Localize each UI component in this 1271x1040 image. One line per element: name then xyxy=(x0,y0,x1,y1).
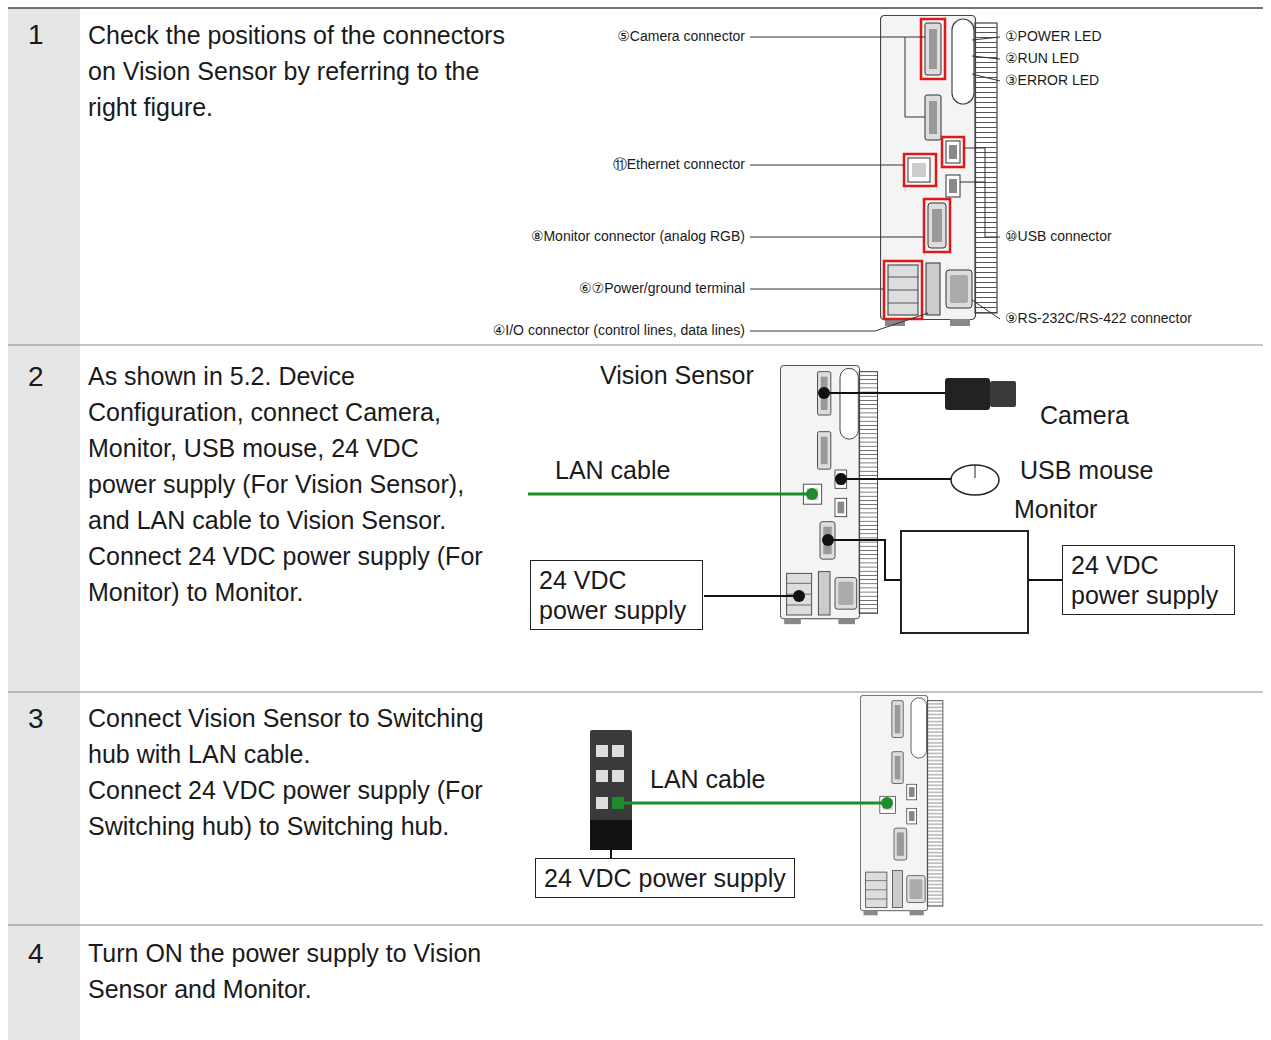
vision-sensor-figure xyxy=(881,16,998,327)
port-dot xyxy=(835,473,847,485)
step-number: 3 xyxy=(28,702,44,736)
power-supply-box: 24 VDC power supply xyxy=(535,858,795,898)
callout-label: ③ERROR LED xyxy=(1005,72,1099,89)
monitor-screen: Monitor xyxy=(900,530,1029,634)
power-supply-box: 24 VDC power supply xyxy=(530,560,703,630)
device-label: USB mouse xyxy=(1020,455,1153,485)
lan-port-dot xyxy=(806,488,818,500)
callout-label: ⑤Camera connector xyxy=(617,28,745,45)
device-label: Vision Sensor xyxy=(600,360,754,390)
hub-port xyxy=(612,770,624,782)
lan-port-dot xyxy=(881,797,893,809)
highlight-box xyxy=(921,19,945,79)
power-cable xyxy=(1029,579,1062,581)
box-text: 24 VDC power supply xyxy=(1071,550,1226,610)
port-dot xyxy=(818,387,830,399)
table-grid xyxy=(8,692,1263,693)
callout-label: ⑥⑦Power/ground terminal xyxy=(579,280,745,297)
step-instruction: Connect 24 VDC power supply (For Monitor… xyxy=(88,538,488,610)
table-grid xyxy=(8,345,1263,346)
highlight-box xyxy=(884,19,964,319)
box-text: 24 VDC power supply xyxy=(544,863,786,893)
port-dot xyxy=(822,534,834,546)
highlight-box xyxy=(904,154,936,186)
table-grid xyxy=(8,8,1263,1040)
callout-label: ②RUN LED xyxy=(1005,50,1079,67)
callout-label: ⑧Monitor connector (analog RGB) xyxy=(531,228,745,245)
step-instruction: Turn ON the power supply to Vision Senso… xyxy=(88,935,488,1007)
cable-label: LAN cable xyxy=(650,764,765,794)
switching-hub xyxy=(590,730,632,850)
hub-port xyxy=(596,745,608,757)
callout-label: ④I/O connector (control lines, data line… xyxy=(493,322,745,339)
table-grid xyxy=(8,7,1263,9)
vision-sensor-figure xyxy=(750,16,1000,332)
hub-port xyxy=(596,797,608,809)
highlight-box xyxy=(924,199,950,252)
step-text-cell: Turn ON the power supply to Vision Senso… xyxy=(88,935,488,1007)
hub-port xyxy=(596,770,608,782)
step-instruction: Check the positions of the connectors on… xyxy=(88,17,508,125)
step-instruction: Connect Vision Sensor to Switching hub w… xyxy=(88,700,488,772)
lan-cable xyxy=(624,802,887,805)
monitor-label: Monitor xyxy=(1014,494,1097,524)
callout-label: ⑩USB connector xyxy=(1005,228,1112,245)
callout-label: ⑨RS-232C/RS-422 connector xyxy=(1005,310,1192,327)
leader-line xyxy=(750,37,1000,331)
callout-label: ①POWER LED xyxy=(1005,28,1102,45)
device-label: Camera xyxy=(1040,400,1129,430)
table-grid xyxy=(8,925,1263,926)
hub-base xyxy=(590,820,632,850)
hub-figure xyxy=(860,695,943,915)
step-number: 1 xyxy=(28,18,44,52)
cable xyxy=(610,850,612,858)
step-number: 4 xyxy=(28,937,44,971)
hub-port xyxy=(596,745,624,809)
mouse-button-line xyxy=(975,465,976,478)
lan-cable xyxy=(528,493,812,496)
camera-lens xyxy=(990,381,1016,407)
step-text-cell: Connect Vision Sensor to Switching hub w… xyxy=(88,700,488,844)
port-dot xyxy=(793,387,847,602)
step-number: 2 xyxy=(28,360,44,394)
hub-port-used xyxy=(612,797,624,809)
step-text-cell: As shown in 5.2. Device Configuration, c… xyxy=(88,358,488,610)
box-text: 24 VDC power supply xyxy=(539,565,694,625)
mouse-shape xyxy=(951,465,999,495)
highlight-box xyxy=(942,137,964,167)
cable-label: LAN cable xyxy=(555,455,670,485)
table-grid xyxy=(8,8,80,1040)
highlight-box xyxy=(884,261,922,319)
camera-body xyxy=(945,378,990,410)
hub-port xyxy=(612,745,624,757)
step-text-cell: Check the positions of the connectors on… xyxy=(88,17,508,125)
step-instruction: As shown in 5.2. Device Configuration, c… xyxy=(88,358,488,538)
step-instruction: Connect 24 VDC power supply (For Switchi… xyxy=(88,772,488,844)
callout-label: ⑪Ethernet connector xyxy=(613,156,745,173)
port-dot xyxy=(793,590,805,602)
power-supply-box: 24 VDC power supply xyxy=(1062,545,1235,615)
